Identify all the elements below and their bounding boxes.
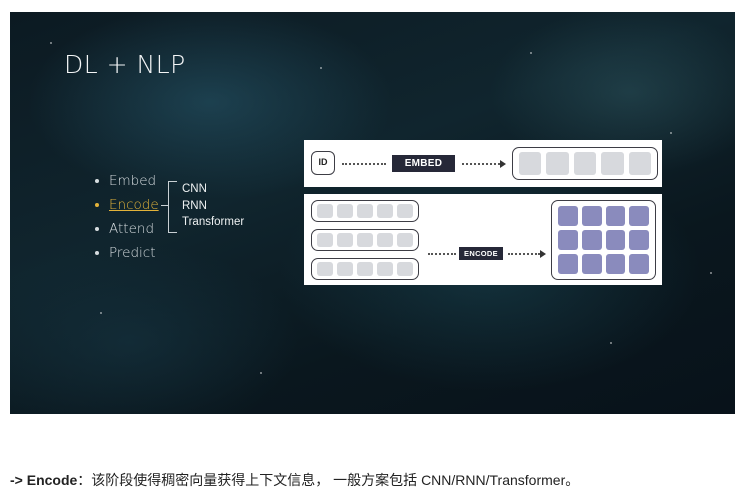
- id-token: ID: [311, 151, 335, 175]
- dotted-connector: [428, 253, 456, 255]
- input-vector: [311, 200, 419, 222]
- encode-diagram: ENCODE: [304, 194, 662, 285]
- slide: DL + NLP Embed Encode Attend Predict CNN…: [10, 12, 735, 414]
- arrow-right-icon: [540, 250, 546, 258]
- bullet-encode: Encode: [94, 193, 159, 217]
- dense-vector: [512, 147, 658, 180]
- dotted-connector: [462, 163, 500, 165]
- dotted-connector: [508, 253, 540, 255]
- bullet-list: Embed Encode Attend Predict: [94, 169, 159, 265]
- caption-prefix: -> Encode: [10, 472, 78, 488]
- encode-label: ENCODE: [459, 247, 503, 260]
- arrow-right-icon: [500, 160, 506, 168]
- contextual-matrix: [551, 200, 656, 280]
- brace-tick: [161, 205, 169, 206]
- caption: -> Encode：该阶段使得稠密向量获得上下文信息， 一般方案包括 CNN/R…: [10, 470, 579, 490]
- brace-icon: [168, 181, 177, 233]
- dotted-connector: [342, 163, 386, 165]
- bullet-embed: Embed: [94, 169, 159, 193]
- embed-label: EMBED: [392, 155, 455, 172]
- input-vector: [311, 229, 419, 251]
- input-vector: [311, 258, 419, 280]
- caption-text: ：该阶段使得稠密向量获得上下文信息， 一般方案包括 CNN/RNN/Transf…: [77, 472, 580, 488]
- bullet-predict: Predict: [94, 241, 159, 265]
- bullet-attend: Attend: [94, 217, 159, 241]
- option-rnn: RNN: [182, 199, 207, 212]
- embed-diagram: ID EMBED: [304, 140, 662, 187]
- slide-title: DL + NLP: [64, 50, 186, 79]
- option-transformer: Transformer: [182, 216, 245, 228]
- encode-options: CNN RNN Transformer: [182, 181, 244, 231]
- option-cnn: CNN: [182, 183, 207, 195]
